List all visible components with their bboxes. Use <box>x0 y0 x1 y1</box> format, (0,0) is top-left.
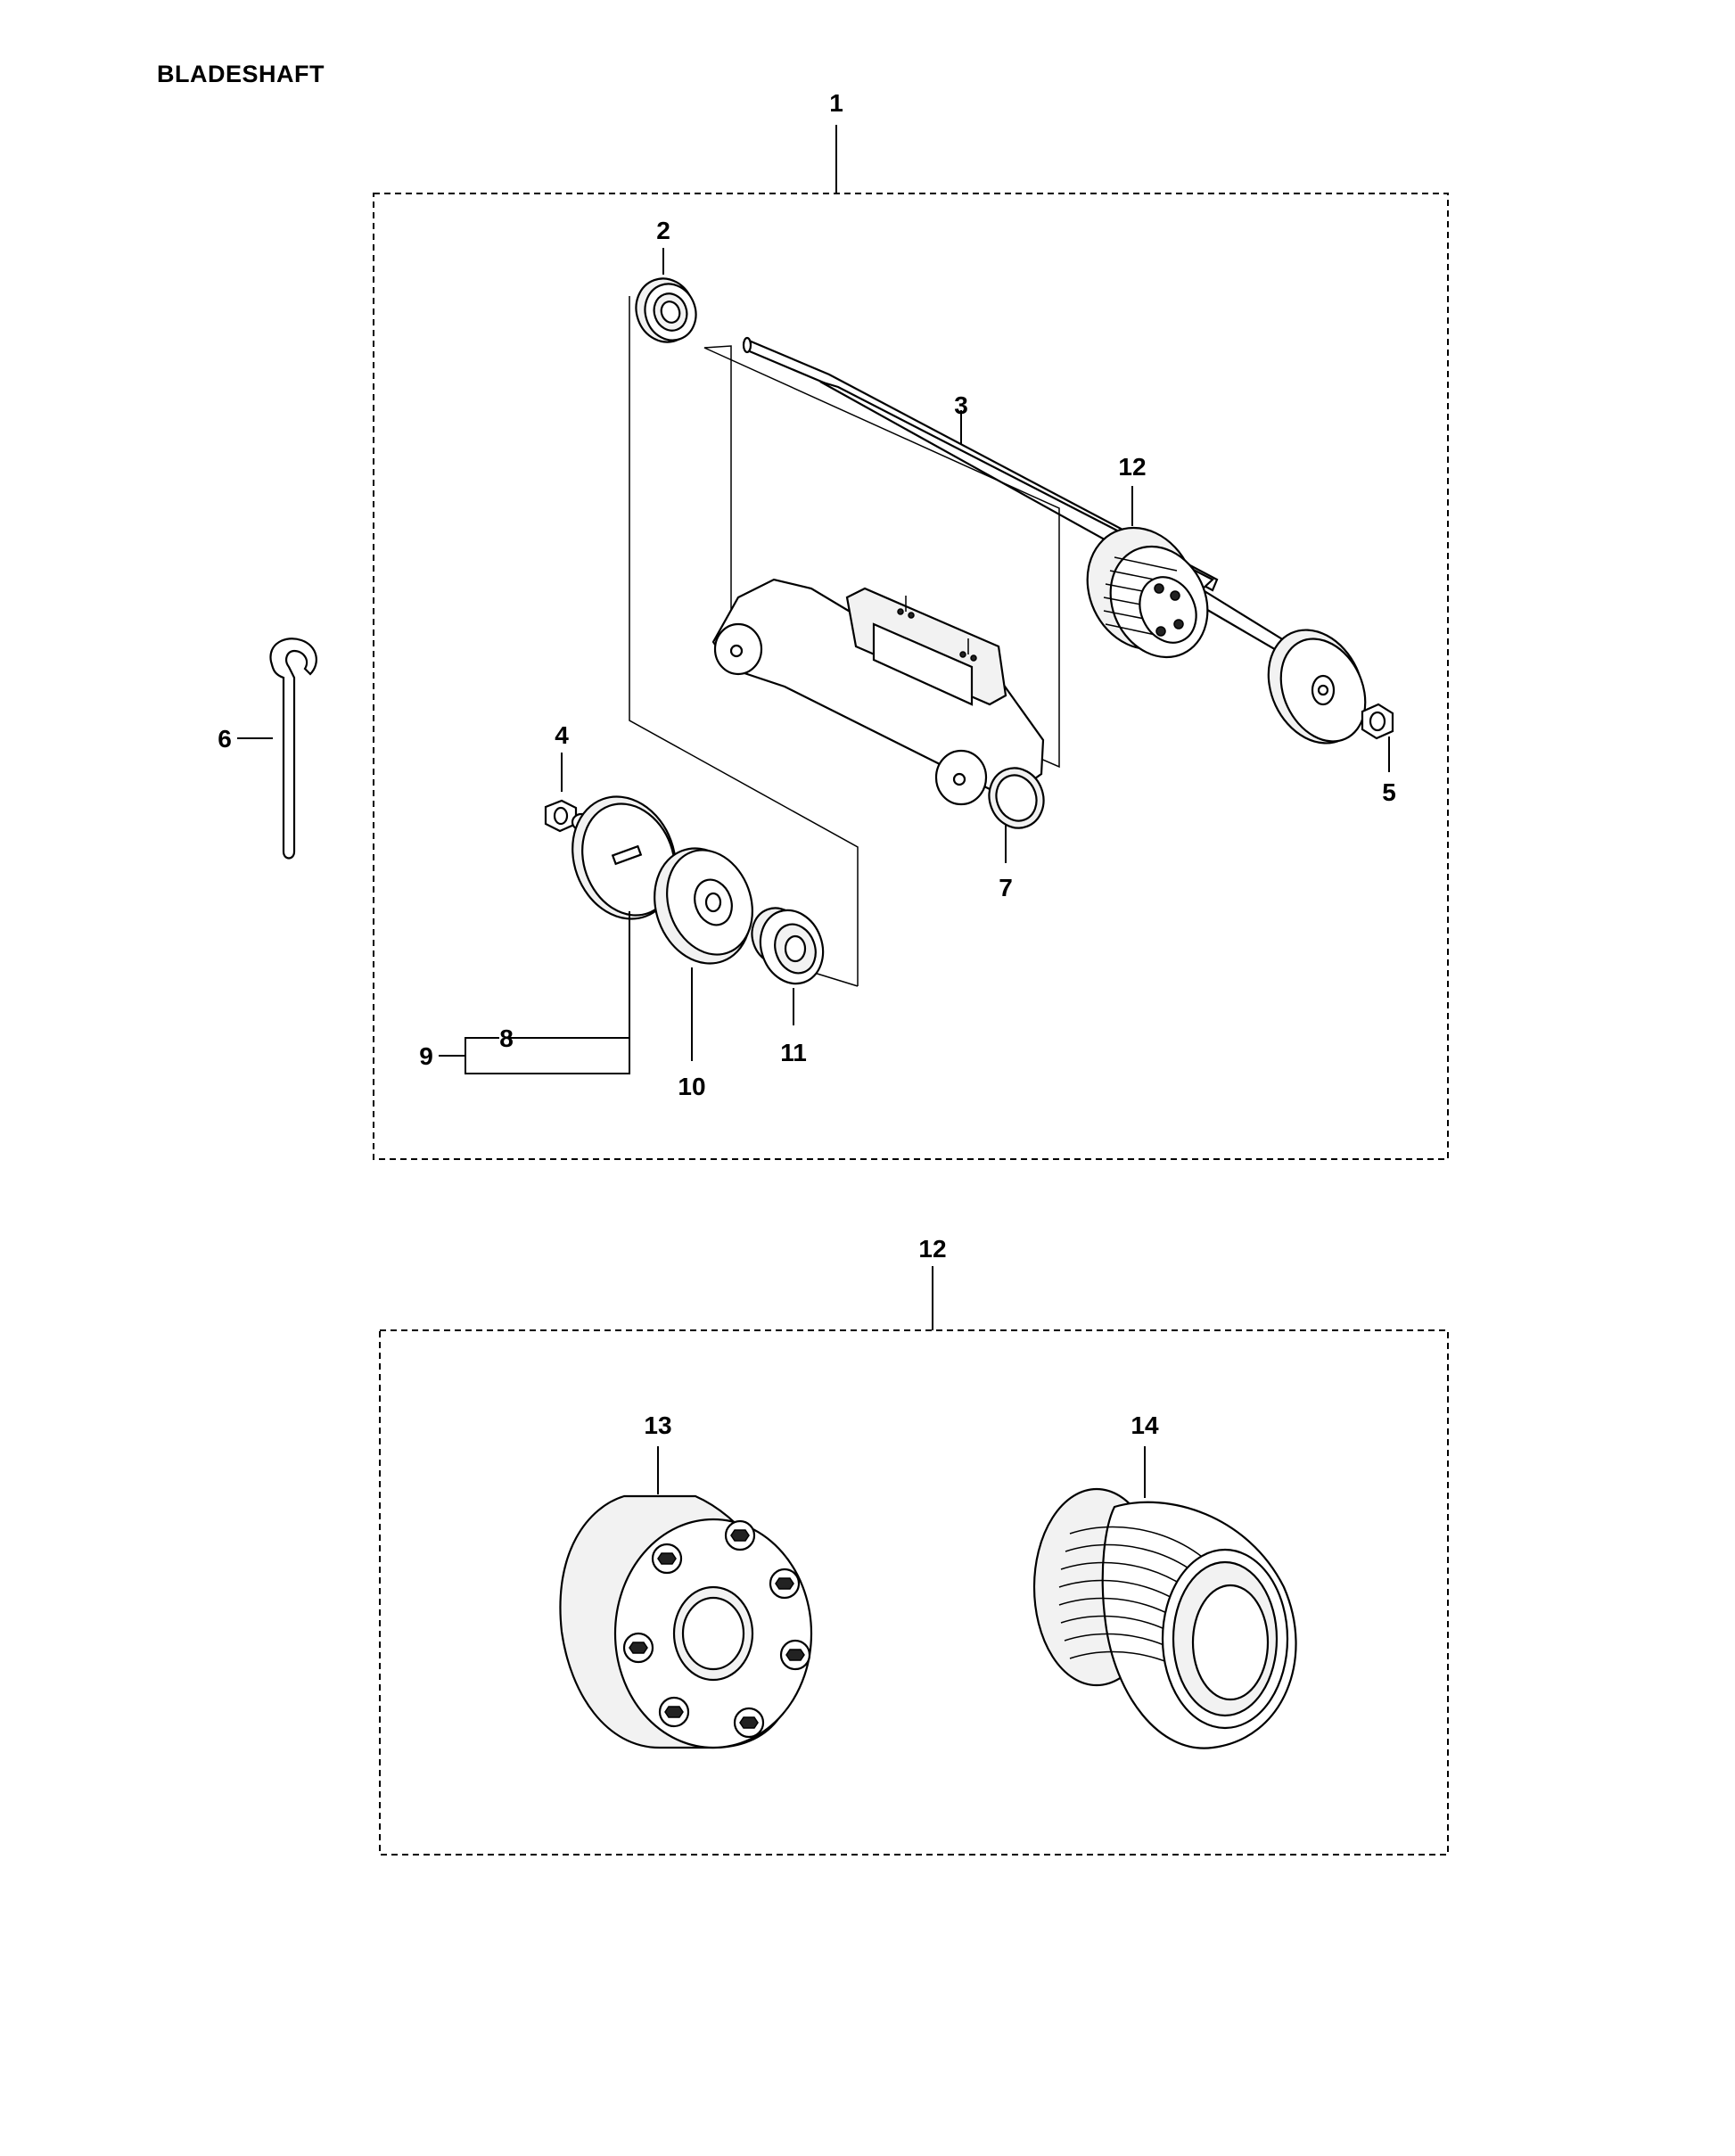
callout-8: 8 <box>499 1025 514 1052</box>
flange-right <box>1267 629 1367 745</box>
bracket-item-9 <box>439 1037 630 1074</box>
assembly-box-12 <box>379 1266 1449 1856</box>
assembly-box-1 <box>373 125 1449 1160</box>
callout-12-upper: 12 <box>1118 453 1146 481</box>
housing-item-7 <box>703 345 1060 863</box>
callout-13: 13 <box>644 1411 671 1439</box>
flange-item-8 <box>506 795 677 1039</box>
flange-item-10 <box>654 847 753 1061</box>
pulley-item-14 <box>1032 1446 1297 1749</box>
bearing-item-11 <box>751 907 825 1025</box>
bearing-item-2 <box>635 248 697 343</box>
diagram-title: BLADESHAFT <box>157 61 325 87</box>
callout-12-lower: 12 <box>918 1235 946 1263</box>
locking-assembly-item-13 <box>559 1446 813 1749</box>
callout-4: 4 <box>555 721 569 749</box>
callout-3: 3 <box>954 391 968 419</box>
pulley-item-12-on-shaft <box>1086 486 1209 659</box>
callout-1: 1 <box>829 89 843 117</box>
callout-9: 9 <box>419 1042 433 1070</box>
screw-heads <box>622 1519 811 1739</box>
wrench-item-6 <box>237 638 317 860</box>
callout-7: 7 <box>999 874 1013 901</box>
callout-14: 14 <box>1131 1411 1159 1439</box>
callout-10: 10 <box>678 1073 705 1100</box>
callout-6: 6 <box>218 725 232 753</box>
explode-guide-lines <box>629 296 859 987</box>
callout-2: 2 <box>656 217 670 244</box>
callout-11: 11 <box>780 1039 807 1066</box>
nut-item-5 <box>1361 703 1394 772</box>
callout-5: 5 <box>1382 778 1396 806</box>
